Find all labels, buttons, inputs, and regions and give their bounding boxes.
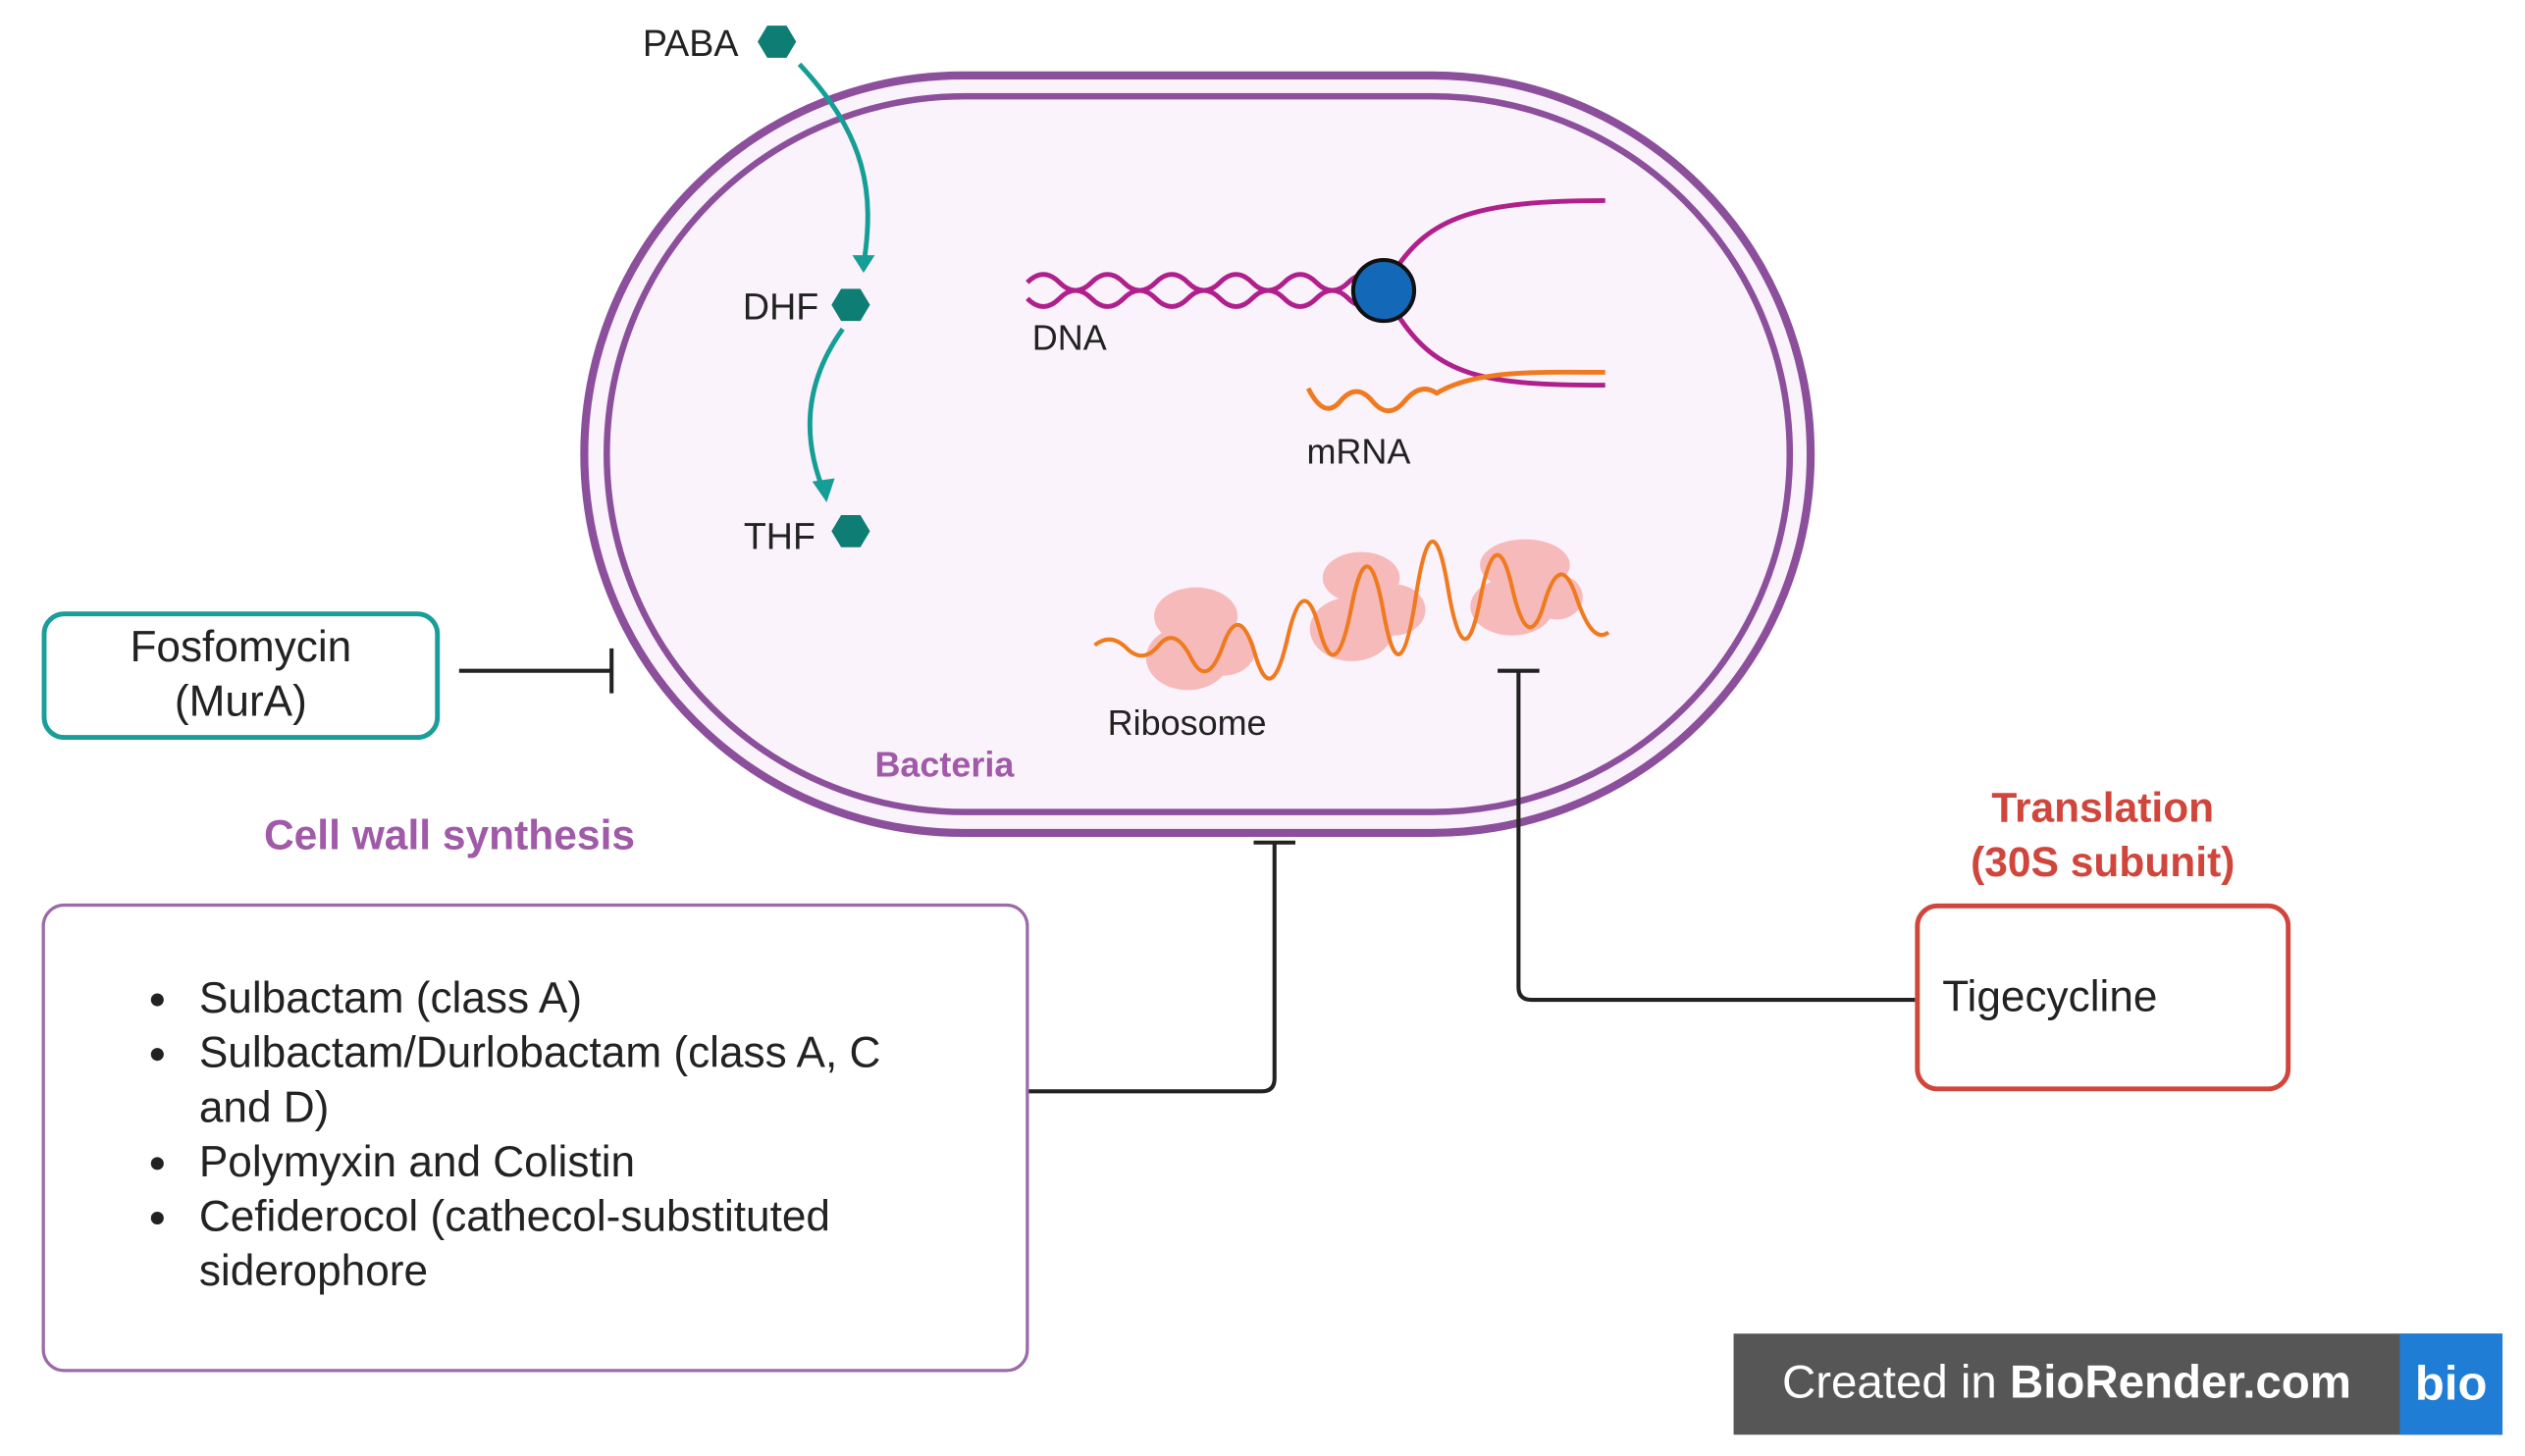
rna-polymerase-icon [1350, 257, 1417, 324]
bacteria-cell [580, 71, 1815, 838]
watermark-text: Created in BioRender.com [1734, 1333, 2400, 1434]
paba-molecule-icon [758, 26, 797, 58]
cell-wall-drug-list: Sulbactam (class A) Sulbactam/Durlobacta… [45, 907, 1026, 1298]
biorender-logo-icon: bio [2399, 1333, 2503, 1435]
fosfomycin-box: Fosfomycin (MurA) [41, 611, 441, 741]
dhf-label: DHF [743, 286, 818, 328]
tigecycline-name: Tigecycline [1942, 972, 2158, 1021]
thf-molecule-icon [831, 515, 870, 547]
list-item: Polymyxin and Colistin [150, 1134, 954, 1189]
cell-wall-drug-list-box: Sulbactam (class A) Sulbactam/Durlobacta… [41, 903, 1029, 1373]
biorender-watermark[interactable]: Created in BioRender.com bio [1733, 1333, 2503, 1435]
fosfomycin-name: Fosfomycin [130, 623, 352, 672]
list-item: Cefiderocol (cathecol-substituted sidero… [150, 1189, 954, 1298]
watermark-brand: BioRender.com [2009, 1357, 2351, 1410]
bacteria-label: Bacteria [874, 745, 1015, 785]
ribosome-label: Ribosome [1108, 702, 1267, 743]
mrna-label: mRNA [1306, 432, 1410, 472]
dhf-molecule-icon [831, 288, 870, 322]
fosfomycin-target: (MurA) [174, 677, 307, 726]
list-item: Sulbactam (class A) [150, 971, 954, 1026]
translation-inhibition-line [1498, 668, 1916, 1003]
ribosome-complex-icon [1093, 539, 1610, 691]
tigecycline-box: Tigecycline [1915, 903, 2291, 1092]
thf-label: THF [744, 515, 815, 556]
mrna-strand-icon [1305, 369, 1605, 414]
cell-wall-title: Cell wall synthesis [264, 812, 635, 858]
cell-wall-inhibition-line [1028, 840, 1296, 1094]
paba-label: PABA [643, 23, 739, 64]
fosfomycin-inhibition-line [458, 648, 614, 694]
folate-pathway-arrows [797, 62, 875, 502]
dna-label: DNA [1032, 318, 1107, 358]
list-item: Sulbactam/Durlobactam (class A, C and D) [150, 1025, 954, 1134]
translation-title-line1: Translation [1991, 785, 2214, 831]
watermark-prefix: Created in [1781, 1357, 2010, 1410]
dna-helix-icon [1026, 198, 1605, 389]
translation-title-line2: (30S subunit) [1971, 840, 2235, 886]
